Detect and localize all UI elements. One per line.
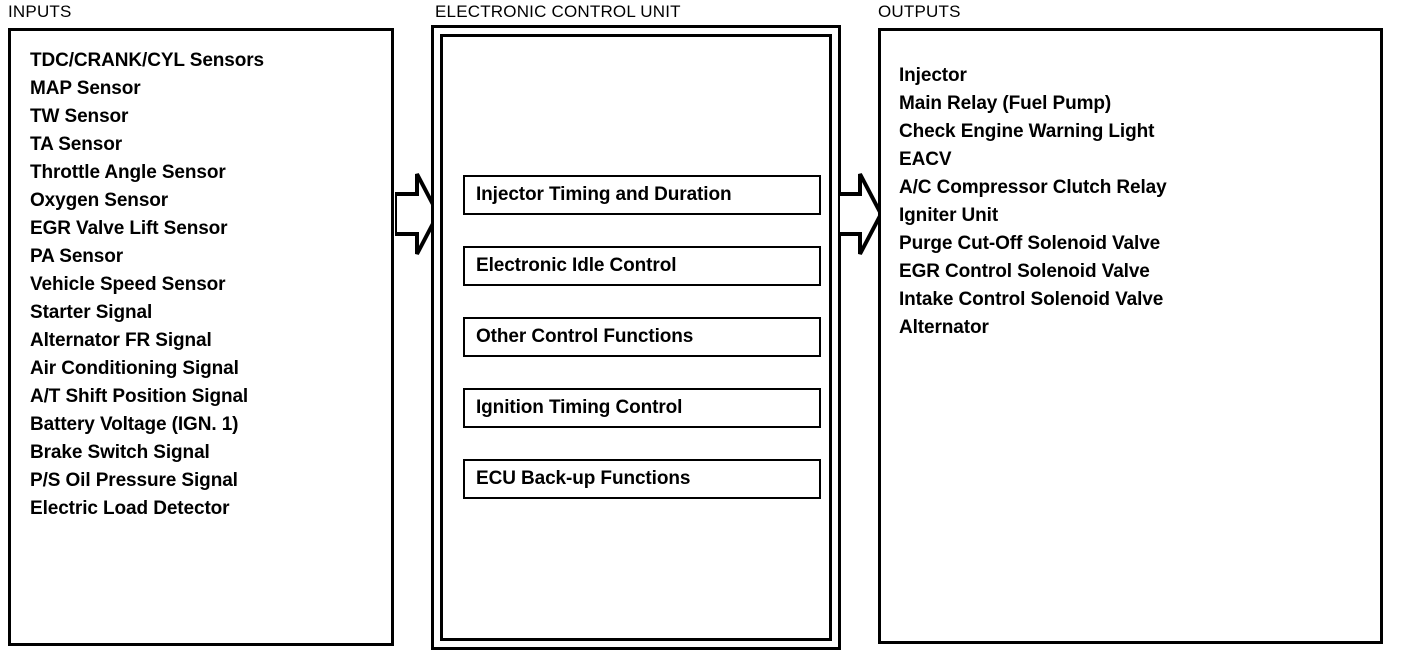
list-item: Igniter Unit (899, 205, 999, 226)
list-item: Alternator (899, 317, 989, 338)
list-item: PA Sensor (30, 246, 124, 267)
list-item: Air Conditioning Signal (30, 358, 239, 379)
ecu-function-box: Ignition Timing Control (463, 388, 821, 428)
list-item: TA Sensor (30, 134, 123, 155)
list-item: Brake Switch Signal (30, 442, 210, 463)
ecu-panel: Injector Timing and Duration Electronic … (431, 25, 841, 650)
list-item: Check Engine Warning Light (899, 121, 1155, 142)
list-item: Alternator FR Signal (30, 330, 212, 351)
list-item: TW Sensor (30, 106, 129, 127)
ecu-function-label: Electronic Idle Control (476, 255, 677, 276)
list-item: Injector (899, 65, 967, 86)
list-item: A/T Shift Position Signal (30, 386, 249, 407)
list-item: EGR Valve Lift Sensor (30, 218, 228, 239)
outputs-list: Injector Main Relay (Fuel Pump) Check En… (881, 31, 1380, 342)
list-item: TDC/CRANK/CYL Sensors (30, 50, 265, 71)
ecu-function-label: Injector Timing and Duration (476, 184, 732, 205)
outputs-panel: Injector Main Relay (Fuel Pump) Check En… (878, 28, 1383, 644)
list-item: A/C Compressor Clutch Relay (899, 177, 1167, 198)
list-item: Throttle Angle Sensor (30, 162, 226, 183)
ecu-function-box: Other Control Functions (463, 317, 821, 357)
ecu-inner-panel: Injector Timing and Duration Electronic … (440, 34, 832, 641)
list-item: Starter Signal (30, 302, 153, 323)
list-item: Main Relay (Fuel Pump) (899, 93, 1112, 114)
list-item: Purge Cut-Off Solenoid Valve (899, 233, 1161, 254)
ecu-function-label: ECU Back-up Functions (476, 468, 691, 489)
list-item: Oxygen Sensor (30, 190, 169, 211)
list-item: Battery Voltage (IGN. 1) (30, 414, 239, 435)
list-item: P/S Oil Pressure Signal (30, 470, 238, 491)
ecu-function-box: Electronic Idle Control (463, 246, 821, 286)
arrow-right-icon-inputs-to-ecu (395, 172, 439, 256)
list-item: Electric Load Detector (30, 498, 230, 519)
ecu-heading: ELECTRONIC CONTROL UNIT (435, 2, 681, 21)
ecu-function-label: Other Control Functions (476, 326, 694, 347)
ecu-function-box: ECU Back-up Functions (463, 459, 821, 499)
list-item: MAP Sensor (30, 78, 141, 99)
outputs-heading: OUTPUTS (878, 2, 961, 21)
inputs-panel: TDC/CRANK/CYL Sensors MAP Sensor TW Sens… (8, 28, 394, 646)
list-item: Intake Control Solenoid Valve (899, 289, 1164, 310)
inputs-list: TDC/CRANK/CYL Sensors MAP Sensor TW Sens… (11, 31, 391, 523)
ecu-function-box: Injector Timing and Duration (463, 175, 821, 215)
list-item: EACV (899, 149, 952, 170)
ecu-function-label: Ignition Timing Control (476, 397, 683, 418)
inputs-heading: INPUTS (8, 2, 72, 21)
arrow-right-icon-ecu-to-outputs (838, 172, 882, 256)
list-item: Vehicle Speed Sensor (30, 274, 226, 295)
list-item: EGR Control Solenoid Valve (899, 261, 1150, 282)
